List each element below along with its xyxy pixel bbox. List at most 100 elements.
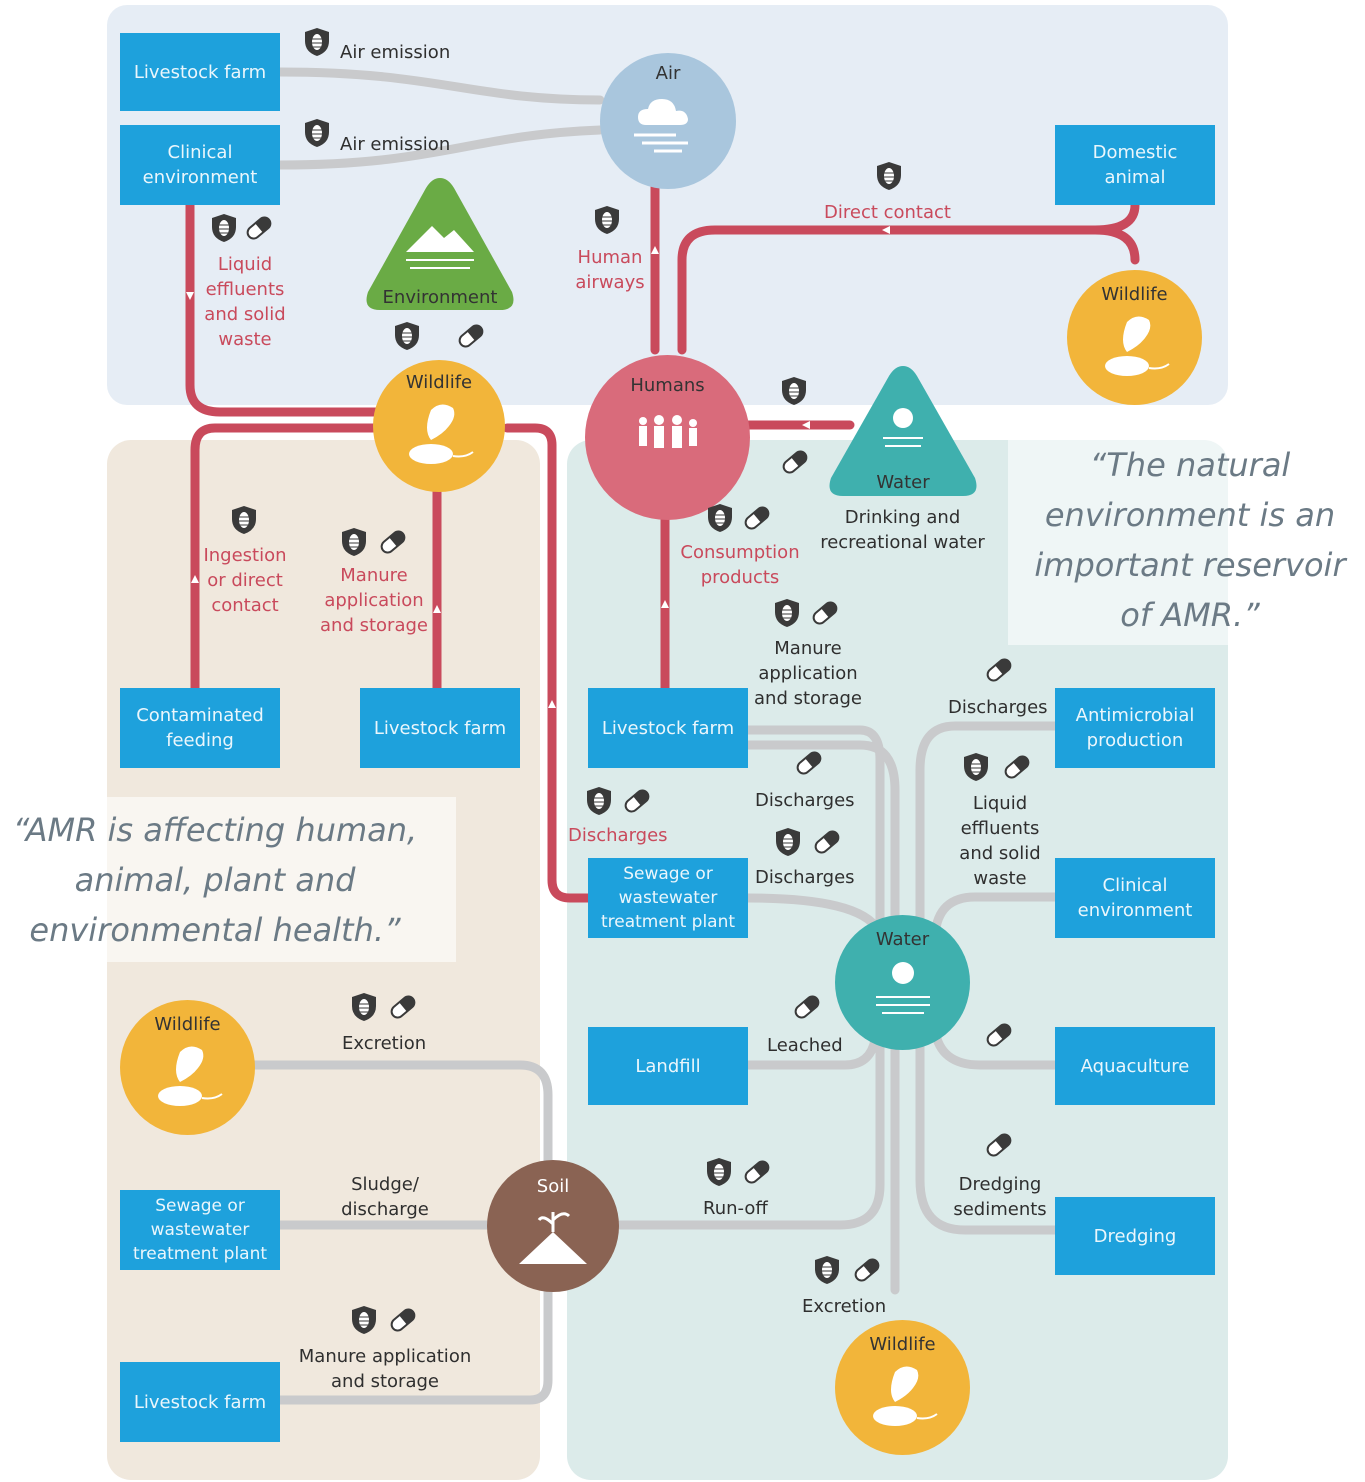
discharges-red-label: Discharges xyxy=(568,825,668,846)
red-arrows xyxy=(186,226,890,708)
water-drop-icon xyxy=(883,408,923,447)
manure-left-label: Manure application and storage xyxy=(320,565,428,636)
pill-capsule-icon xyxy=(852,1255,882,1289)
sewage-left-box: Sewage or wastewater treatment plant xyxy=(120,1190,280,1270)
shield-bacteria-icon xyxy=(774,827,802,861)
mountain-waves-icon xyxy=(406,226,474,269)
quote-amr-background xyxy=(0,797,456,962)
shield-bacteria-icon xyxy=(340,527,368,561)
bird-and-mouse-icon xyxy=(409,404,474,464)
shield-bacteria-icon xyxy=(350,992,378,1026)
excretion-bottom-label: Excretion xyxy=(802,1296,887,1317)
bird-and-mouse-icon xyxy=(873,1366,938,1426)
shield-bacteria-icon xyxy=(780,376,808,410)
pill-capsule-icon xyxy=(244,213,274,247)
shield-bacteria-icon xyxy=(962,752,990,786)
pill-capsule-icon xyxy=(792,992,822,1026)
humans-node: Humans xyxy=(585,355,750,520)
sludge-label: Sludge/ discharge xyxy=(341,1174,429,1220)
pill-capsule-icon xyxy=(388,1305,418,1339)
run-off-label: Run-off xyxy=(703,1198,768,1219)
livestock-farm-center-box: Livestock farm xyxy=(588,688,748,768)
sewage-center-box: Sewage or wastewater treatment plant xyxy=(588,858,748,938)
humans-node-label: Humans xyxy=(630,375,705,396)
shield-bacteria-icon xyxy=(210,213,238,247)
aquaculture-box: Aquaculture xyxy=(1055,1027,1215,1105)
excretion-left-label: Excretion xyxy=(342,1033,427,1054)
wildlife-bottom-node: Wildlife xyxy=(835,1320,970,1455)
shield-bacteria-icon xyxy=(303,27,331,61)
bird-and-mouse-icon xyxy=(1105,316,1170,376)
people-group-icon xyxy=(639,415,697,448)
soil-node: Soil xyxy=(487,1160,619,1292)
direct-contact-label: Direct contact xyxy=(824,202,951,223)
water-center-label: Water xyxy=(875,929,930,950)
quote-amr-affecting: “AMR is affecting human, animal, plant a… xyxy=(12,811,418,949)
pill-capsule-icon xyxy=(780,447,810,481)
liquid-effluents-right-label: Liquid effluents and solid waste xyxy=(959,793,1041,889)
domestic-animal-box: Domestic animal xyxy=(1055,125,1215,205)
wildlife-right-label: Wildlife xyxy=(1101,284,1168,305)
drinking-water-label: Drinking and recreational water xyxy=(820,507,985,553)
pill-capsule-icon xyxy=(622,786,652,820)
environment-node: Environment xyxy=(360,172,520,317)
shield-bacteria-icon xyxy=(303,118,331,152)
clinical-environment-right-box: Clinical environment xyxy=(1055,858,1215,938)
antimicrobial-production-box: Antimicrobial production xyxy=(1055,688,1215,768)
pill-capsule-icon xyxy=(984,655,1014,689)
air-emission-2-label: Air emission xyxy=(340,134,451,155)
manure-bottom-label: Manure application and storage xyxy=(298,1346,472,1392)
cloud-wind-icon xyxy=(634,99,688,153)
discharges-center-2-label: Discharges xyxy=(755,867,855,888)
water-top-triangle xyxy=(829,366,977,496)
pill-capsule-icon xyxy=(1002,752,1032,786)
landfill-box: Landfill xyxy=(588,1027,748,1105)
leached-label: Leached xyxy=(767,1035,843,1056)
liquid-effluents-left-label: Liquid effluents and solid waste xyxy=(204,254,286,350)
shield-bacteria-icon xyxy=(593,205,621,239)
water-top-label: Water xyxy=(876,472,930,493)
red-paths xyxy=(185,155,1140,903)
pill-capsule-icon xyxy=(742,1157,772,1191)
pill-capsule-icon xyxy=(794,748,824,782)
human-airways-label: Human airways xyxy=(575,247,645,293)
livestock-farm-mid-box: Livestock farm xyxy=(360,688,520,768)
pill-capsule-icon xyxy=(812,827,842,861)
air-emission-1-label: Air emission xyxy=(340,42,451,63)
wildlife-left-label: Wildlife xyxy=(154,1014,221,1035)
discharges-center-1-label: Discharges xyxy=(755,790,855,811)
wildlife-center-node: Wildlife xyxy=(373,360,505,492)
air-node-label: Air xyxy=(655,63,681,84)
ingestion-label: Ingestion or direct contact xyxy=(203,545,287,616)
livestock-farm-top-box: Livestock farm xyxy=(120,33,280,111)
wildlife-bottom-label: Wildlife xyxy=(869,1334,936,1355)
shield-bacteria-icon xyxy=(773,598,801,632)
bird-and-mouse-icon xyxy=(158,1046,223,1106)
wildlife-left-node: Wildlife xyxy=(120,1000,255,1135)
pill-capsule-icon xyxy=(810,598,840,632)
pill-capsule-icon xyxy=(984,1020,1014,1054)
water-top-node: Water xyxy=(823,360,983,502)
plant-hill-icon xyxy=(519,1212,587,1264)
water-drop-icon xyxy=(876,962,930,1014)
contaminated-feeding-box: Contaminated feeding xyxy=(120,688,280,768)
pill-capsule-icon xyxy=(378,527,408,561)
shield-bacteria-icon xyxy=(813,1255,841,1289)
shield-bacteria-icon xyxy=(706,503,734,537)
shield-bacteria-icon xyxy=(705,1157,733,1191)
shield-bacteria-icon xyxy=(585,786,613,820)
pill-capsule-icon xyxy=(984,1130,1014,1164)
wildlife-right-node: Wildlife xyxy=(1067,270,1202,405)
air-node: Air xyxy=(600,53,736,189)
pill-capsule-icon xyxy=(456,321,486,355)
manure-center-label: Manure application and storage xyxy=(754,638,862,709)
dredging-sediments-label: Dredging sediments xyxy=(953,1174,1047,1220)
quote-natural-background xyxy=(1008,440,1365,645)
shield-bacteria-icon xyxy=(350,1305,378,1339)
pill-capsule-icon xyxy=(388,992,418,1026)
discharges-antimicrobial-label: Discharges xyxy=(948,697,1048,718)
water-center-node: Water xyxy=(835,915,970,1050)
dredging-box: Dredging xyxy=(1055,1197,1215,1275)
shield-bacteria-icon xyxy=(875,161,903,195)
